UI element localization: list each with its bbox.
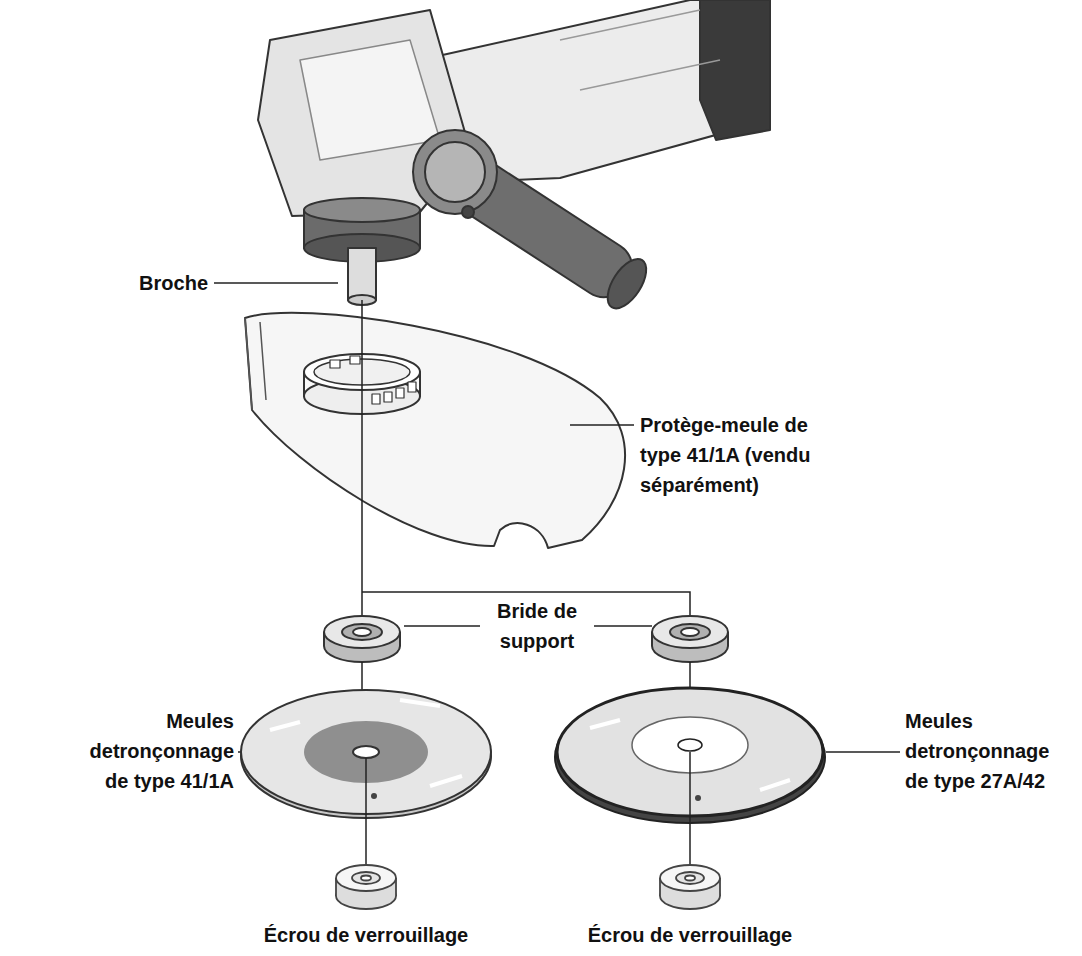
part-label: Broche bbox=[88, 268, 208, 298]
lock-nuts bbox=[336, 865, 720, 909]
part-label: Protège-meule de type 41/1A (vendu sépar… bbox=[640, 410, 830, 500]
guard-teeth bbox=[330, 356, 416, 404]
rear-grip bbox=[700, 0, 770, 140]
wheel-guard bbox=[245, 313, 625, 548]
part-label: Meules detronçonnage de type 27A/42 bbox=[905, 706, 1065, 796]
spindle bbox=[348, 248, 376, 300]
housing-detail bbox=[560, 10, 720, 90]
part-label: Écrou de verrouillage bbox=[246, 920, 486, 950]
guard-rim bbox=[245, 318, 266, 410]
leader-lines bbox=[214, 283, 900, 752]
handle-base bbox=[413, 130, 497, 214]
gear-head-face bbox=[300, 40, 440, 160]
spindle-collar-top bbox=[304, 198, 420, 222]
part-label: Meules detronçonnage de type 41/1A bbox=[74, 706, 234, 796]
handle-base-inner bbox=[425, 142, 485, 202]
part-label: Écrou de verrouillage bbox=[570, 920, 810, 950]
screw-hole bbox=[462, 206, 474, 218]
axis-lines-lower bbox=[366, 752, 690, 866]
part-label: Bride de support bbox=[482, 596, 592, 656]
